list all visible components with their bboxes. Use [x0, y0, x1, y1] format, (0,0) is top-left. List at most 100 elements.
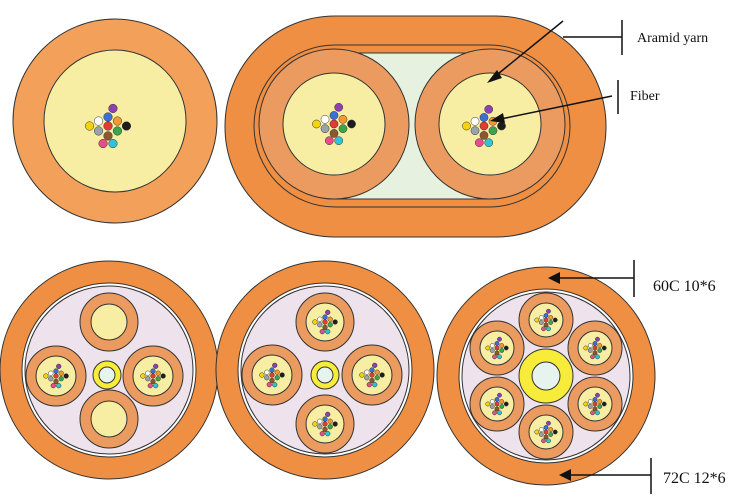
fiber-strand: [479, 113, 489, 122]
central-strength-member-core: [316, 366, 334, 384]
fiber-strand: [592, 350, 598, 356]
fiber-strand: [320, 124, 330, 134]
fiber-label: Fiber: [630, 89, 660, 104]
fiber-strand: [538, 427, 544, 432]
fiber-strand: [327, 322, 333, 328]
fiber-strand: [546, 420, 551, 426]
fiber-strand: [329, 129, 339, 138]
fiber-strand: [325, 309, 331, 315]
fiber-strand: [103, 121, 113, 131]
fiber-strand: [543, 313, 549, 318]
fiber-strand: [479, 131, 489, 140]
fiber-strand: [543, 317, 549, 323]
fiber-strand: [317, 418, 323, 424]
fiber-strand: [150, 373, 156, 379]
fiber-strand: [112, 126, 122, 136]
fiber-strand: [597, 404, 603, 409]
fiber-strand: [474, 138, 484, 148]
fiber-strand: [583, 345, 589, 351]
central-strength-member-core: [531, 361, 561, 391]
fiber-strand: [269, 372, 275, 378]
fiber-strand: [319, 431, 325, 437]
fiber-strand: [364, 375, 370, 381]
fiber-strand: [595, 410, 600, 416]
fiber-bundle: [485, 336, 509, 360]
fiber-strand: [379, 372, 385, 378]
fiber-strand: [492, 354, 497, 360]
fiber-strand: [153, 363, 159, 369]
fiber-strand: [329, 119, 339, 129]
fiber-bundle: [259, 362, 285, 388]
fiber-strand: [338, 114, 348, 124]
fiber-strand: [497, 410, 502, 416]
fiber-strand: [264, 369, 270, 375]
fiber-strand: [494, 345, 500, 351]
fiber-strand: [53, 373, 59, 379]
fiber-strand: [103, 112, 113, 122]
fiber-strand: [269, 367, 275, 373]
fiber-strand: [325, 431, 331, 437]
fiber-strand: [595, 354, 600, 360]
fiber-strand: [592, 406, 598, 412]
fiber-strand: [312, 319, 318, 325]
fiber-strand: [592, 345, 598, 351]
fiber-strand: [546, 326, 551, 332]
fiber-strand: [587, 404, 593, 409]
fiber-strand: [503, 345, 509, 351]
fiber-strand: [145, 376, 151, 382]
fiber-strand: [56, 383, 62, 389]
fiber-strand: [334, 102, 344, 112]
fiber-strand: [494, 406, 500, 412]
fiber-strand: [369, 367, 375, 373]
fiber-strand: [583, 401, 589, 407]
fiber-strand: [369, 372, 375, 378]
filler-top-core: [90, 303, 128, 341]
fiber-strand: [332, 319, 338, 325]
fiber-strand: [489, 399, 495, 404]
fiber-strand: [372, 362, 378, 368]
fiber-strand: [43, 373, 49, 379]
fiber-strand: [543, 429, 549, 435]
fiber-strand: [312, 421, 318, 427]
label-72c: 72C 12*6: [663, 470, 726, 487]
fiber-strand: [108, 103, 118, 113]
fiber-strand: [597, 343, 603, 348]
fiber-strand: [329, 111, 339, 120]
fiber-strand: [497, 121, 506, 131]
fiber-strand: [538, 315, 544, 320]
fiber-strand: [543, 322, 549, 328]
fiber-strand: [543, 434, 549, 440]
fiber-strand: [546, 438, 551, 444]
fiber-strand: [488, 126, 498, 136]
fiber-strand: [503, 401, 509, 407]
fiber-strand: [546, 308, 551, 314]
fiber-strand: [485, 345, 491, 351]
fiber-strand: [534, 317, 540, 323]
fiber-strand: [494, 401, 500, 407]
fiber-strand: [259, 372, 265, 378]
simplex-cable: [12, 18, 218, 224]
fiber-strand: [479, 121, 489, 131]
fiber-bundle: [583, 392, 607, 416]
fiber-strand: [266, 382, 272, 388]
fiber-strand: [552, 317, 558, 323]
fiber-strand: [497, 392, 502, 398]
fiber-strand: [548, 427, 554, 432]
breakout-cable-a: [0, 260, 219, 480]
fiber-strand: [325, 329, 331, 335]
fiber-strand: [155, 370, 161, 376]
fiber-strand: [58, 376, 64, 382]
fiber-strand: [366, 382, 372, 388]
fiber-strand: [592, 341, 598, 346]
fiber-strand: [322, 416, 328, 422]
fiber-bundle: [485, 392, 509, 416]
fiber-strand: [538, 432, 544, 437]
fiber-strand: [484, 104, 494, 114]
fiber-strand: [552, 429, 558, 435]
fiber-strand: [108, 139, 118, 149]
fiber-strand: [359, 372, 365, 378]
fiber-strand: [548, 315, 554, 320]
fiber-strand: [597, 348, 603, 353]
fiber-strand: [103, 131, 113, 141]
fiber-bundle: [534, 308, 558, 332]
